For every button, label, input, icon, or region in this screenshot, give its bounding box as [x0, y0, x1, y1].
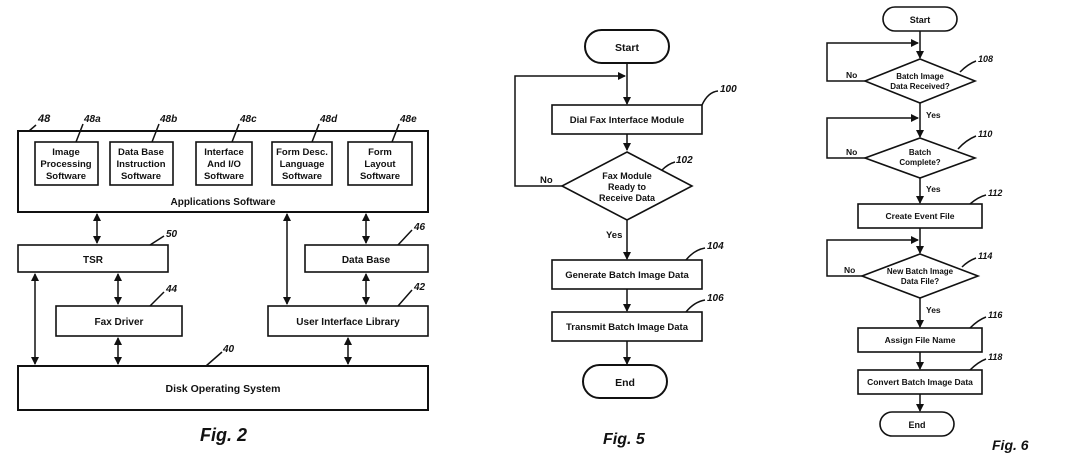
svg-text:44: 44	[165, 284, 178, 295]
svg-text:Fax Driver: Fax Driver	[95, 317, 144, 328]
fig6-convert-batch-image-box: Convert Batch Image Data 118	[857, 352, 1002, 395]
fig6-create-event-file-box: Create Event File 112	[857, 188, 1002, 229]
svg-text:114: 114	[978, 251, 992, 261]
svg-text:TSR: TSR	[83, 255, 104, 266]
fig2-connectors	[31, 213, 370, 365]
svg-text:Yes: Yes	[926, 110, 941, 120]
applications-software-label: Applications Software	[170, 197, 275, 208]
fig6-assign-file-name-box: Assign File Name 116	[857, 310, 1003, 353]
svg-text:No: No	[846, 147, 857, 157]
svg-text:42: 42	[413, 282, 426, 293]
svg-text:Assign File Name: Assign File Name	[885, 335, 956, 345]
fig2-caption: Fig. 2	[200, 425, 247, 445]
fig6-end-terminal: End	[879, 411, 955, 437]
svg-text:108: 108	[978, 54, 993, 64]
svg-text:110: 110	[978, 129, 992, 139]
fig5-dial-fax-interface-box: Dial Fax Interface Module 100	[551, 84, 737, 135]
fig5-generate-batch-box: Generate Batch Image Data 104	[551, 241, 724, 290]
svg-text:106: 106	[707, 293, 724, 304]
fig5-caption: Fig. 5	[603, 431, 646, 448]
svg-text:Dial Fax Interface Module: Dial Fax Interface Module	[570, 115, 685, 126]
svg-text:46: 46	[413, 222, 426, 233]
fig6-caption: Fig. 6	[992, 437, 1029, 453]
disk-operating-system-box: Disk Operating System 40	[17, 344, 429, 411]
ref-48d: 48d	[319, 114, 338, 125]
svg-text:Generate Batch Image Data: Generate Batch Image Data	[565, 270, 689, 281]
svg-text:104: 104	[707, 241, 724, 252]
svg-text:Transmit Batch Image Data: Transmit Batch Image Data	[566, 322, 689, 333]
fig5-no-label: No	[540, 175, 553, 186]
svg-text:No: No	[844, 265, 855, 275]
ref-48e: 48e	[399, 114, 417, 125]
fig5-flowchart: Start Dial Fax Interface Module 100 Fax …	[514, 29, 737, 448]
svg-text:Start: Start	[910, 15, 931, 25]
svg-text:50: 50	[166, 229, 178, 240]
ref-48: 48	[37, 113, 51, 125]
svg-text:112: 112	[988, 188, 1002, 198]
ref-48b: 48b	[159, 114, 177, 125]
svg-text:Yes: Yes	[926, 184, 941, 194]
svg-text:Create Event File: Create Event File	[886, 211, 955, 221]
tsr-box: TSR 50	[17, 229, 178, 273]
fig5-end-terminal: End	[582, 364, 668, 399]
fig5-start-terminal: Start	[584, 29, 670, 64]
svg-text:End: End	[909, 420, 926, 430]
svg-text:102: 102	[676, 155, 693, 166]
svg-text:Yes: Yes	[926, 305, 941, 315]
svg-text:End: End	[615, 377, 635, 389]
svg-text:Start: Start	[615, 42, 639, 54]
svg-text:Convert Batch Image Data: Convert Batch Image Data	[867, 377, 973, 387]
svg-text:40: 40	[222, 344, 235, 355]
fig5-yes-label: Yes	[606, 230, 622, 241]
user-interface-library-box: User Interface Library 42	[267, 282, 429, 337]
ref-48c: 48c	[239, 114, 257, 125]
svg-text:100: 100	[720, 84, 737, 95]
svg-text:Disk Operating System: Disk Operating System	[166, 383, 281, 395]
svg-text:Data Base: Data Base	[342, 255, 391, 266]
data-base-box: Data Base 46	[304, 222, 429, 273]
fig5-transmit-batch-box: Transmit Batch Image Data 106	[551, 293, 724, 342]
fax-driver-box: Fax Driver 44	[55, 284, 183, 337]
svg-text:User Interface Library: User Interface Library	[296, 317, 400, 328]
ref-48a: 48a	[83, 114, 101, 125]
svg-text:116: 116	[988, 310, 1003, 320]
svg-text:No: No	[846, 70, 857, 80]
fig6-start-terminal: Start	[882, 6, 958, 32]
svg-text:118: 118	[988, 352, 1002, 362]
